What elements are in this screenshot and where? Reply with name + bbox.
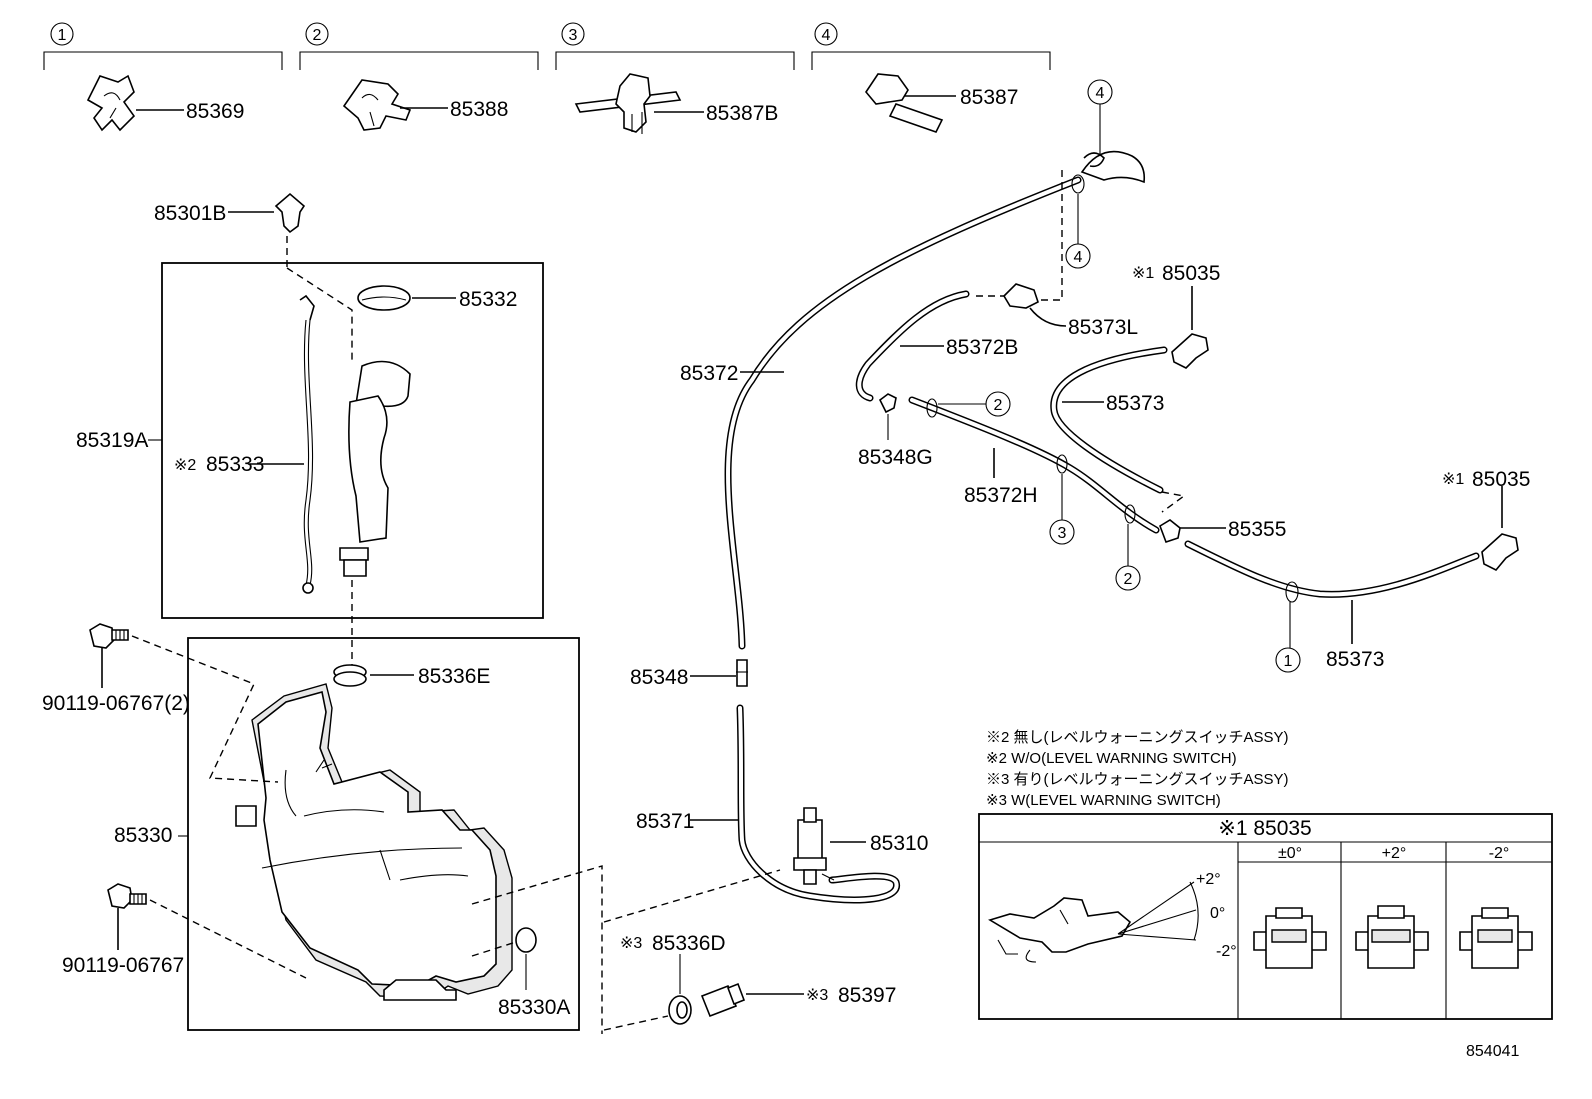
part-85301B-label: 85301B [154, 202, 226, 225]
group-1-number: 1 [58, 27, 67, 44]
part-85369-label: 85369 [186, 100, 244, 123]
figure-id: 854041 [1466, 1043, 1519, 1060]
angle-plus: +2° [1196, 871, 1221, 888]
part-85373-lower-label: 85373 [1326, 648, 1384, 671]
clip-85369-icon [86, 74, 136, 132]
nozzle-85035-lower: ※1 85035 [1442, 468, 1530, 571]
nozzle-area-top: 4 4 [1065, 79, 1146, 269]
group-2: 2 85388 [299, 22, 539, 131]
part-85372B-label: 85372B [946, 336, 1018, 359]
clip-marker-2-b: 2 [1124, 571, 1133, 588]
rivet-85301B: 85301B [154, 192, 306, 234]
group-2-number: 2 [313, 27, 322, 44]
clip-85373L: 85373L [1002, 283, 1138, 339]
angle-zero: 0° [1210, 905, 1225, 922]
dipstick-85333: ※2 85333 [174, 294, 315, 594]
clip-marker-1: 1 [1284, 653, 1293, 670]
table-col-1: +2° [1382, 845, 1407, 862]
part-85319A-label: 85319A [76, 429, 148, 452]
part-85348-label: 85348 [630, 666, 688, 689]
note-1: ※2 無し(レベルウォーニングスイッチASSY) [986, 729, 1289, 746]
part-90119-06767-label: 90119-06767 [62, 954, 184, 977]
group-4-number: 4 [822, 27, 831, 44]
clip-marker-4-mid: 4 [1074, 249, 1083, 266]
note-2: ※2 W/O(LEVEL WARNING SWITCH) [986, 750, 1237, 767]
grommet-85336D: ※3 85336D [620, 932, 726, 1025]
hose-85371: 85371 [636, 704, 900, 904]
part-85388-label: 85388 [450, 98, 508, 121]
clip-85388-icon [342, 79, 412, 131]
clip-85387-icon [865, 73, 944, 133]
part-85310-label: 85310 [870, 832, 928, 855]
table-col-2: -2° [1489, 845, 1510, 862]
part-85397-label: 85397 [838, 984, 896, 1007]
hose-85372: 85372 [680, 176, 1082, 650]
washer-tank [235, 683, 513, 1001]
part-85336E-label: 85336E [418, 665, 490, 688]
nozzle-angle-table: ※1 85035 ±0° +2° -2° +2° 0° -2° [978, 813, 1553, 1020]
table-col-0: ±0° [1278, 845, 1302, 862]
grommet-85330A: 85330A [498, 927, 570, 1019]
clip-85387B-icon [574, 73, 682, 134]
part-85348G-label: 85348G [858, 446, 933, 469]
group-1: 1 85369 [43, 22, 283, 132]
note-4: ※3 W(LEVEL WARNING SWITCH) [986, 792, 1221, 809]
grommet-85336E: 85336E [333, 664, 490, 688]
part-85336D-label: 85336D [652, 932, 726, 955]
hose-85372H: 85372H 2 3 2 [908, 391, 1160, 591]
part-85372H-label: 85372H [964, 484, 1038, 507]
part-85355-label: 85355 [1228, 518, 1286, 541]
group-4: 4 85387 [811, 22, 1051, 133]
part-85387-label: 85387 [960, 86, 1018, 109]
part-85035-lower-label: 85035 [1472, 468, 1530, 491]
group-3-number: 3 [569, 27, 578, 44]
notes: ※2 無し(レベルウォーニングスイッチASSY) ※2 W/O(LEVEL WA… [986, 729, 1289, 809]
part-85397-mark: ※3 [806, 987, 828, 1004]
part-85035-upper-mark: ※1 [1132, 265, 1154, 282]
part-85371-label: 85371 [636, 810, 694, 833]
clip-marker-3: 3 [1058, 525, 1067, 542]
bolt-90119-06767: 90119-06767 [62, 883, 184, 977]
hose-85373-upper: 85373 [1050, 346, 1168, 494]
nozzle-85035-upper: ※1 85035 [1132, 262, 1220, 369]
part-85332-label: 85332 [459, 288, 517, 311]
hose-85373-lower: 1 85373 [1184, 540, 1480, 673]
cap-85332: 85332 [357, 285, 517, 311]
part-85330-label: 85330 [114, 824, 172, 847]
joint-85348G: 85348G [858, 393, 933, 469]
part-85372-label: 85372 [680, 362, 738, 385]
pump-85310: 85310 [793, 807, 928, 885]
bolt-90119-06767-2: 90119-06767(2) [42, 623, 190, 715]
connector-view-0 [1253, 907, 1327, 969]
clip-marker-2-a: 2 [994, 397, 1003, 414]
nozzle-side-view: +2° 0° -2° [988, 871, 1237, 963]
level-switch-85397: ※3 85397 [700, 982, 896, 1018]
hose-85372B: 85372B [855, 290, 1018, 402]
part-85333-mark: ※2 [174, 457, 196, 474]
tank-assy-box [187, 637, 580, 1031]
angle-minus: -2° [1216, 943, 1237, 960]
part-85336D-mark: ※3 [620, 935, 642, 952]
part-85333-label: 85333 [206, 453, 264, 476]
part-85373L-label: 85373L [1068, 316, 1138, 339]
group-3: 3 85387B [555, 22, 795, 134]
table-title: ※1 85035 [1218, 817, 1312, 840]
part-85035-upper-label: 85035 [1162, 262, 1220, 285]
joint-85355: 85355 [1159, 518, 1286, 544]
joint-85348: 85348 [630, 659, 748, 689]
connector-view-1 [1355, 905, 1429, 969]
part-85330A-label: 85330A [498, 996, 570, 1019]
filler-neck [339, 360, 411, 577]
part-85387B-label: 85387B [706, 102, 778, 125]
part-85035-lower-mark: ※1 [1442, 471, 1464, 488]
part-90119-06767-2-label: 90119-06767(2) [42, 692, 190, 715]
part-85373-upper-label: 85373 [1106, 392, 1164, 415]
clip-marker-4-top: 4 [1096, 85, 1105, 102]
connector-view-2 [1459, 907, 1533, 969]
note-3: ※3 有り(レベルウォーニングスイッチASSY) [986, 771, 1289, 788]
